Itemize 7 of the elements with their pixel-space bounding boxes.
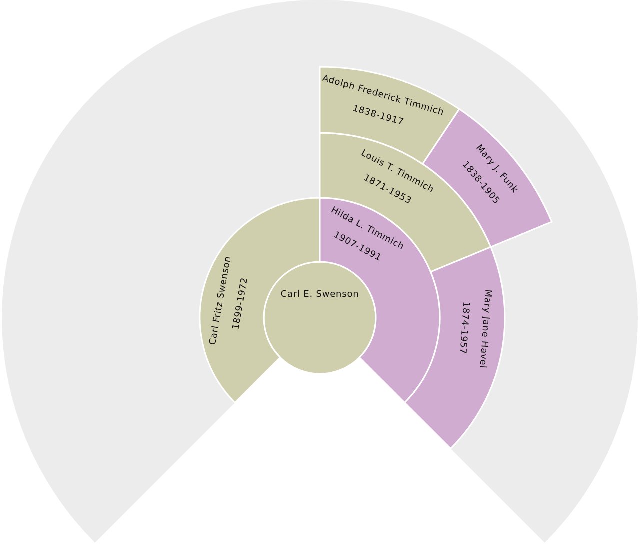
person-name: Carl Fritz Swenson xyxy=(209,255,234,346)
ancestor-segment xyxy=(404,247,505,449)
life-dates: 1899-1972 xyxy=(232,277,252,332)
ancestor-segment xyxy=(264,262,376,374)
person-name: Carl E. Swenson xyxy=(280,291,360,301)
person-name: Mary Jane Havel xyxy=(476,290,492,370)
life-dates: 1874-1957 xyxy=(456,301,470,355)
